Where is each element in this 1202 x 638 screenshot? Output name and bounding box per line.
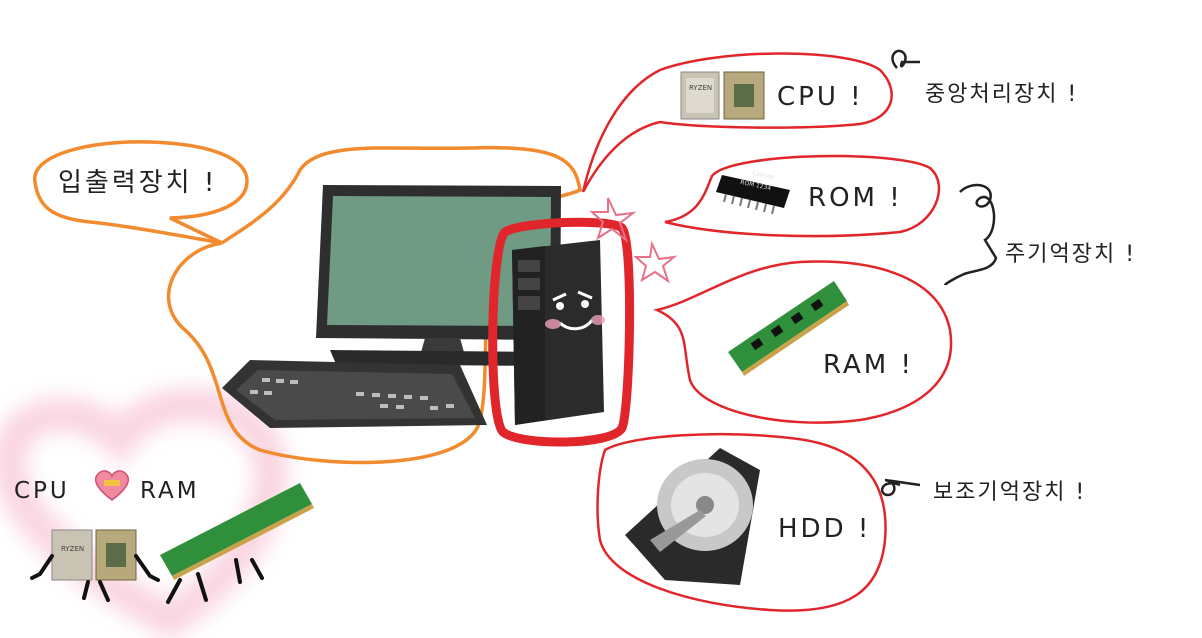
ryzen-cpu-icon: [680, 71, 720, 120]
pair-ram-label: RAM: [140, 478, 200, 504]
cpu-desc-connector: [891, 49, 920, 69]
rom-chip-icon: [716, 175, 790, 215]
cpu-pins-icon: [723, 71, 765, 120]
pair-ram-icon: [160, 483, 314, 604]
heart-glow: [0, 388, 288, 638]
rom-label: ROM !: [808, 183, 903, 213]
hdd-bubble: [596, 433, 887, 612]
pair-cpu-icon: [30, 529, 160, 602]
pair-cpu-brand-text: RYZEN: [61, 545, 85, 553]
io-label: 입출력장치 !: [58, 168, 218, 198]
desktop-computer-icon: [222, 185, 561, 428]
heart-ribbon: [104, 480, 120, 486]
main-memory-label: 주기억장치 !: [1005, 242, 1137, 267]
cpu-brand-text: RYZEN: [689, 84, 713, 92]
pair-cpu-label: CPU: [14, 478, 70, 504]
star-icon: [589, 197, 678, 284]
computer-case-face-icon: [512, 240, 605, 425]
cpu-bubble: [581, 52, 893, 193]
aux-memory-connector: [880, 478, 921, 497]
case-outline: [488, 217, 635, 447]
rom-bubble: [664, 154, 941, 238]
ram-label: RAM !: [823, 350, 914, 380]
hdd-label: HDD !: [778, 514, 872, 544]
ram-module-icon: [728, 281, 849, 376]
aux-memory-label: 보조기억장치 !: [933, 480, 1087, 505]
hard-disk-icon: [625, 448, 760, 585]
main-memory-connector: [943, 183, 998, 286]
ram-bubble: [653, 260, 953, 424]
cpu-desc-label: 중앙처리장치 !: [925, 82, 1079, 107]
cpu-label: CPU !: [777, 82, 864, 112]
